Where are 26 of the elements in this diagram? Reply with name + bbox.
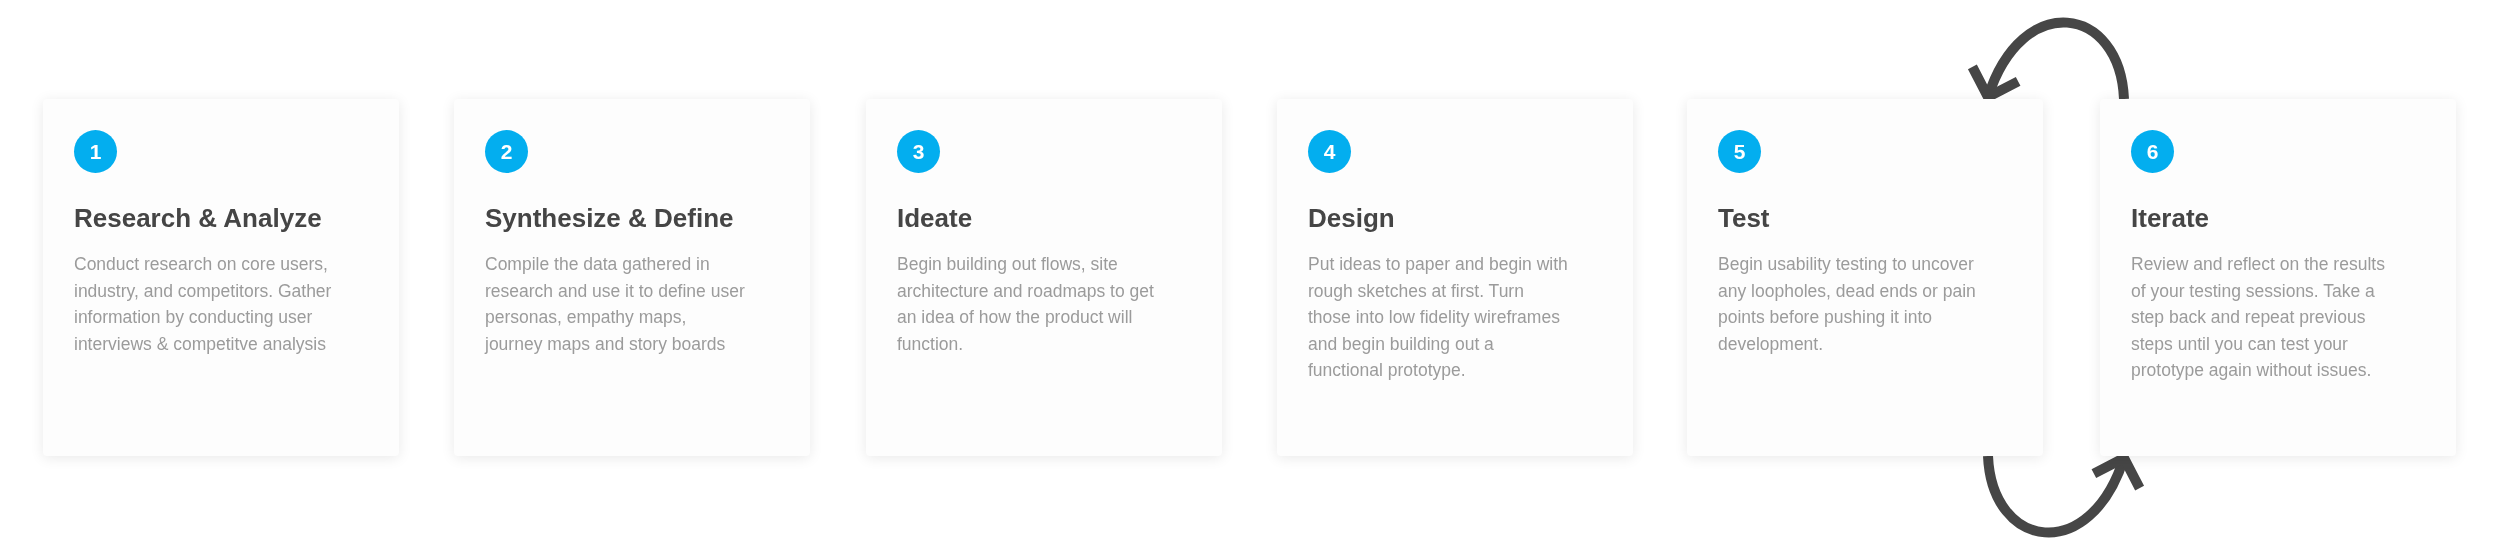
step-description: Compile the data gathered in research and use it to define user personas, empathy maps, journey maps and story boards	[485, 253, 746, 356]
curved-arrow	[1983, 453, 2143, 538]
step-card	[2100, 99, 2456, 456]
step-heading: Synthesize & Define	[485, 202, 734, 234]
step-heading: Ideate	[897, 202, 973, 234]
step-card	[43, 99, 399, 456]
step-description: Begin building out flows, site architecture and roadmaps to get an idea of how the product will function.	[897, 253, 1155, 356]
number-badge: 3	[897, 130, 940, 173]
step-description: Begin usability testing to uncover any loopholes, dead ends or pain points before pushing it into development.	[1718, 253, 1977, 356]
curved-arrow	[1969, 17, 2129, 102]
number-badge: 6	[2131, 130, 2174, 173]
step-heading: Iterate	[2131, 202, 2210, 234]
step-heading: Research & Analyze	[74, 202, 322, 234]
number-badge: 5	[1718, 130, 1761, 173]
step-description: Conduct research on core users, industry, and competitors. Gather information by conducting user interviews & competitve analysis	[74, 253, 333, 356]
number-badge: 4	[1308, 130, 1351, 173]
step-card	[1687, 99, 2043, 456]
step-card	[866, 99, 1222, 456]
step-description: Review and reflect on the results of your testing sessions. Take a step back and repeat previous steps until you can test your prototype again without issues.	[2131, 253, 2386, 382]
step-card	[1277, 99, 1633, 456]
step-heading: Design	[1308, 202, 1395, 234]
number-badge: 2	[485, 130, 528, 173]
step-heading: Test	[1718, 202, 1770, 234]
number-badge: 1	[74, 130, 117, 173]
step-description: Put ideas to paper and begin with rough sketches at first. Turn those into low fidelity wireframes and begin building out a functional prototype.	[1308, 253, 1569, 382]
step-card	[454, 99, 810, 456]
